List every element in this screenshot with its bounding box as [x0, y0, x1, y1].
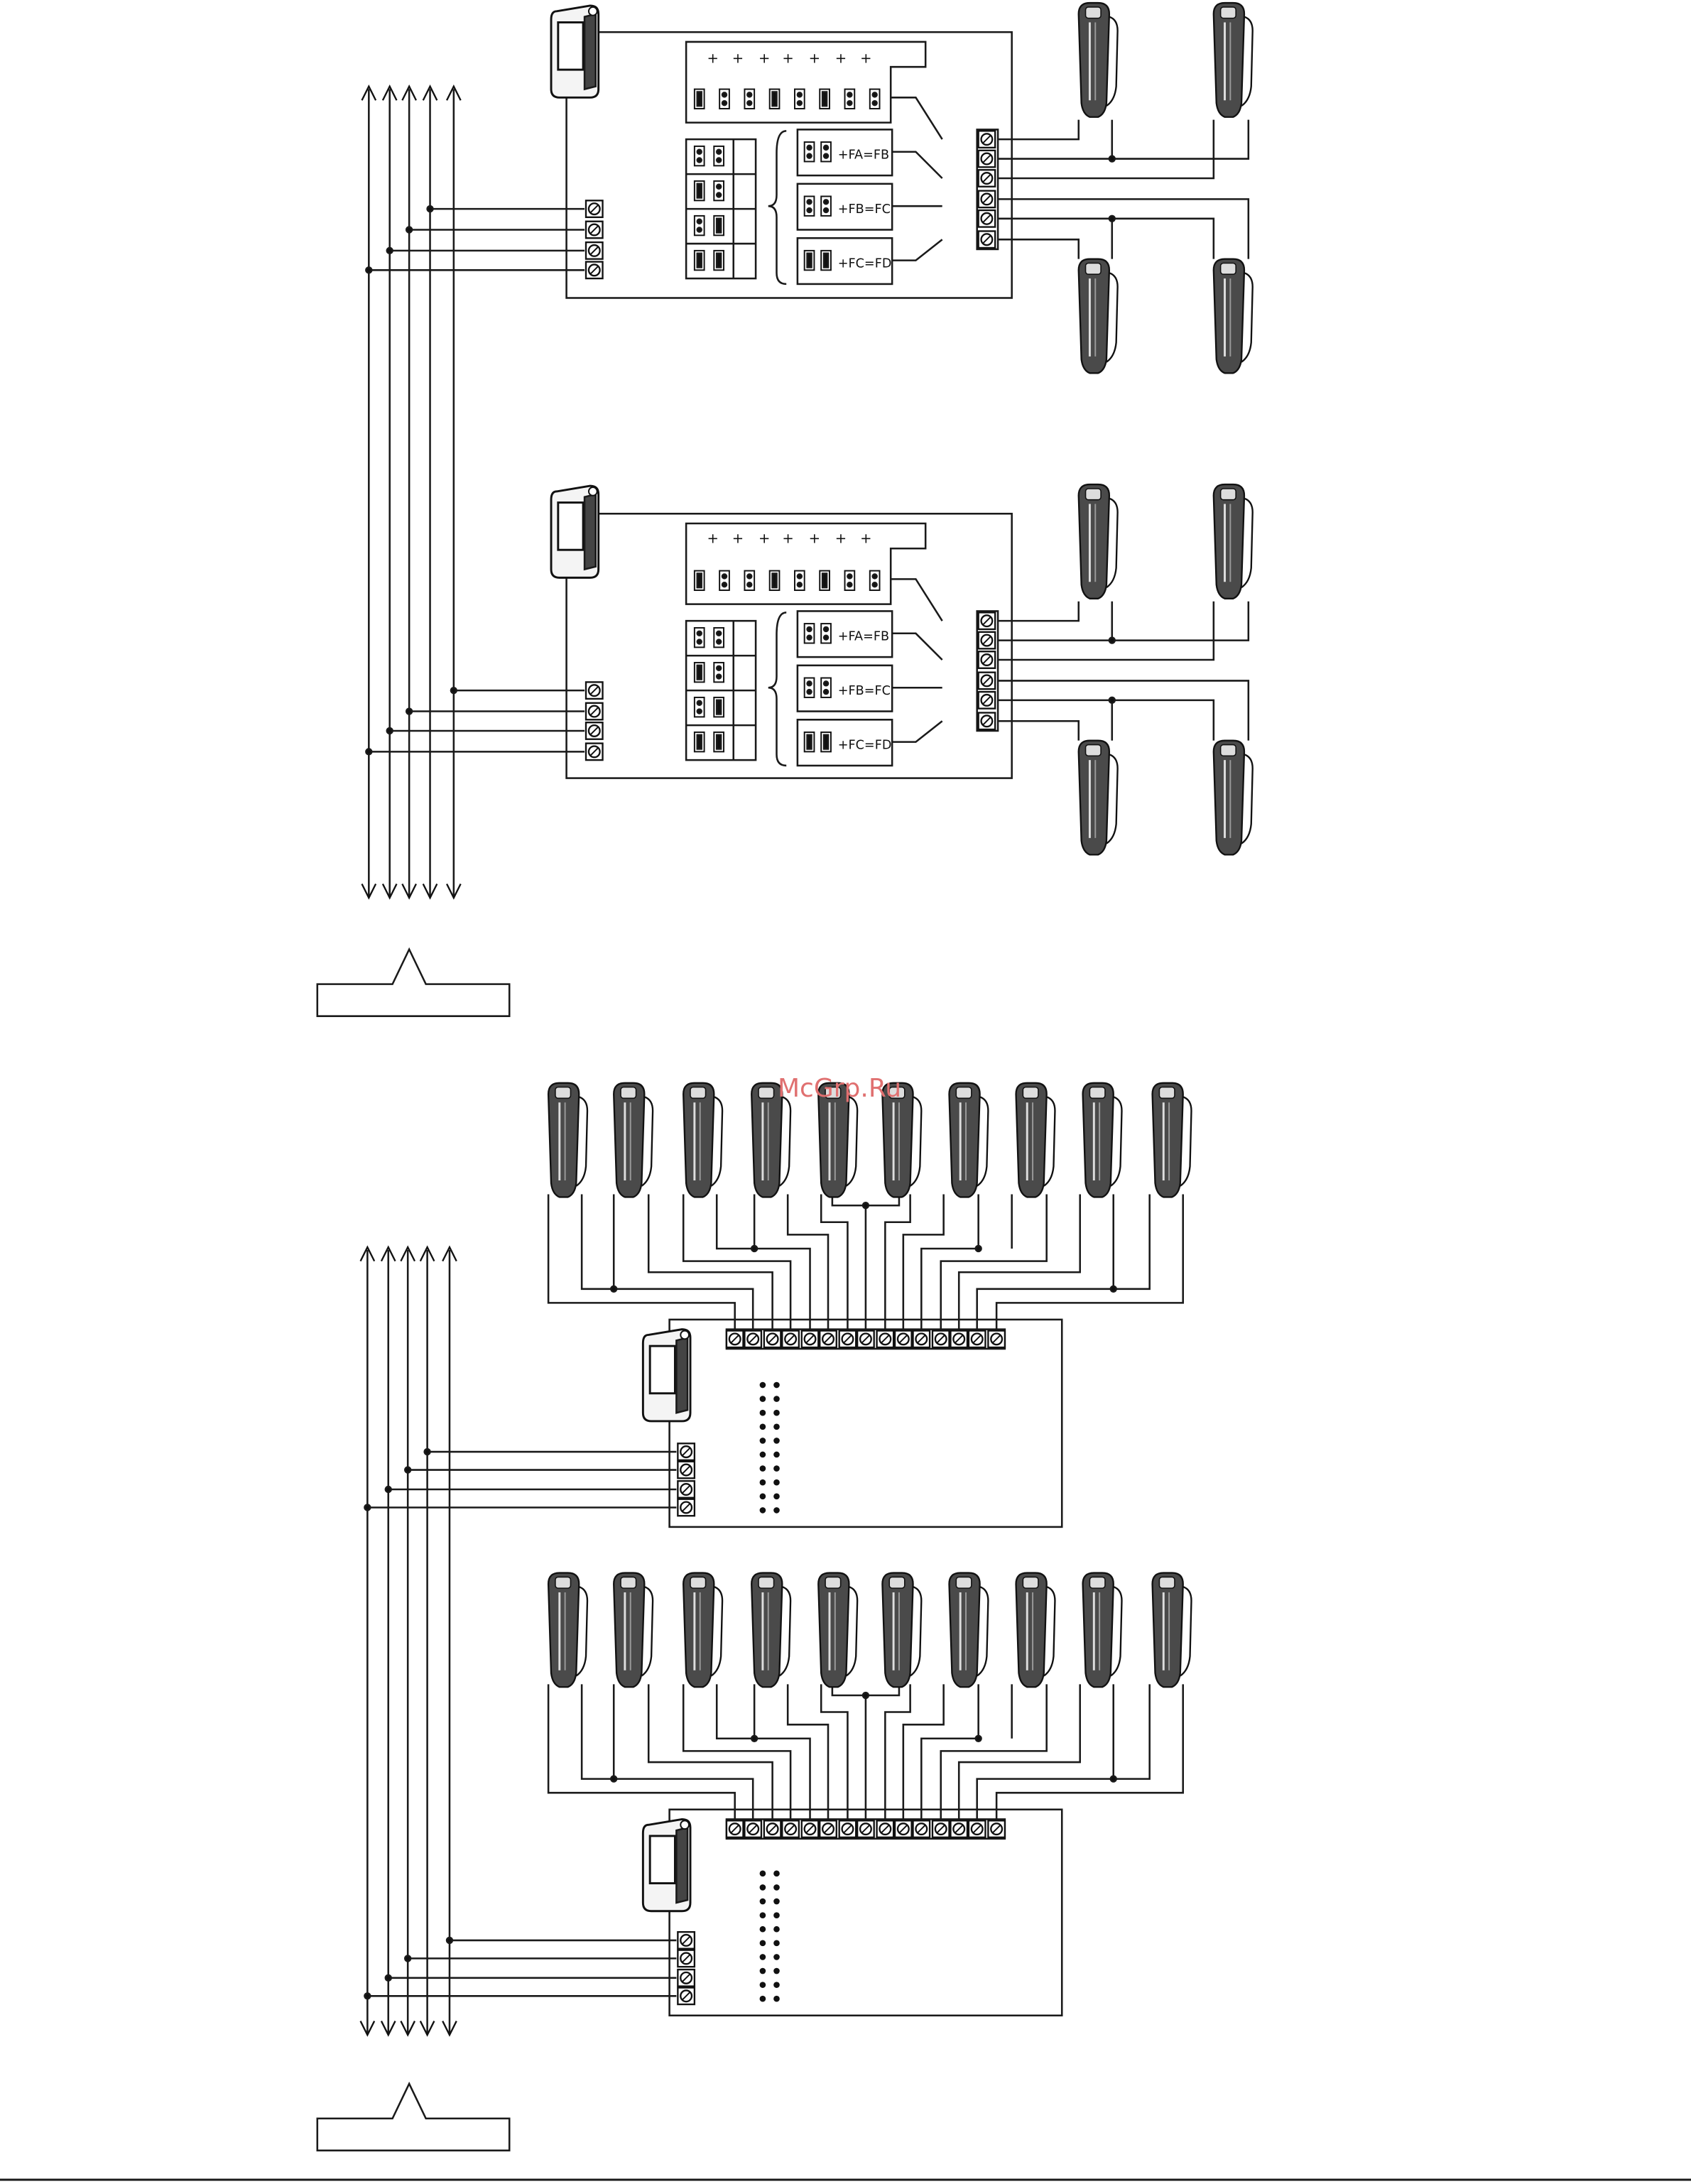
handset-icons-b	[1079, 484, 1253, 854]
svg-text:+: +	[809, 50, 820, 66]
svg-text:+: +	[860, 530, 871, 546]
svg-text:+: +	[707, 50, 719, 66]
jumper-label-a2: +FB=FC	[838, 202, 891, 217]
svg-text:+: +	[860, 50, 871, 66]
svg-text:+: +	[835, 50, 847, 66]
entrance-panel-symbol-2	[317, 2084, 509, 2151]
svg-text:+: +	[758, 530, 770, 546]
monitor-icon-b	[551, 486, 599, 577]
riser-bus-2	[361, 1247, 457, 2035]
monitor-icon-c	[643, 1330, 690, 1421]
handset-icons-d	[548, 1573, 1191, 1688]
handset-icons-a	[1079, 3, 1253, 373]
jumper-label-a3: +FC=FD	[838, 256, 892, 271]
jumper-label-b1: +FA=FB	[838, 630, 889, 644]
jumper-label-a1: +FA=FB	[838, 148, 889, 163]
entrance-panel-symbol-1	[317, 950, 509, 1016]
svg-text:+: +	[782, 530, 793, 546]
svg-text:+: +	[707, 530, 719, 546]
monitor-icon-a	[551, 6, 599, 97]
svg-text:+: +	[835, 530, 847, 546]
svg-text:+: +	[809, 530, 820, 546]
svg-text:+: +	[782, 50, 793, 66]
svg-text:+: +	[732, 50, 744, 66]
jumper-label-b3: +FC=FD	[838, 738, 892, 752]
watermark-text: McGrp.Ru	[778, 1074, 901, 1103]
jumper-label-b2: +FB=FC	[838, 684, 891, 698]
distributor-unit-d	[364, 1684, 1182, 2015]
monitor-icon-d	[643, 1819, 690, 1911]
svg-text:+: +	[732, 530, 744, 546]
svg-text:+: +	[758, 50, 770, 66]
distributor-unit-c	[364, 1195, 1182, 1527]
